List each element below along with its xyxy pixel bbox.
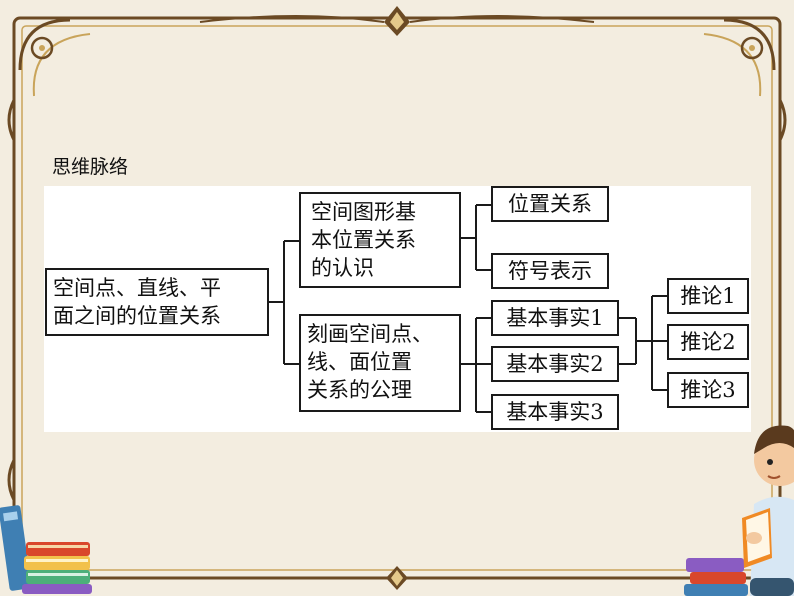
branch-axioms-line-1: 刻画空间点、 xyxy=(307,322,433,346)
root-node: 空间点、直线、平 面之间的位置关系 xyxy=(45,268,269,336)
fact-3-node: 基本事实3 xyxy=(491,394,619,430)
branch-axioms-node: 刻画空间点、 线、面位置 关系的公理 xyxy=(299,314,461,412)
section-title: 思维脉络 xyxy=(52,156,129,178)
fact-1-node: 基本事实1 xyxy=(491,300,619,336)
corollary-2-node: 推论2 xyxy=(667,324,749,360)
top-ornament xyxy=(199,6,595,36)
corner-swirl-top-right xyxy=(703,18,776,97)
root-node-line-1: 空间点、直线、平 xyxy=(53,276,221,300)
corollary-1-node: 推论1 xyxy=(667,278,749,314)
boy-reading-illustration xyxy=(684,425,794,596)
root-node-line-2: 面之间的位置关系 xyxy=(53,304,221,328)
branch-recognition-line-3: 的认识 xyxy=(311,256,374,280)
leaf-position-node: 位置关系 xyxy=(491,186,609,222)
branch-axioms-line-3: 关系的公理 xyxy=(307,378,412,402)
corner-swirl-top-left xyxy=(18,18,91,97)
books-illustration xyxy=(0,505,92,594)
fact-2-node: 基本事实2 xyxy=(491,346,619,382)
corollary-3-node: 推论3 xyxy=(667,372,749,408)
branch-recognition-node: 空间图形基 本位置关系 的认识 xyxy=(299,192,461,288)
branch-recognition-line-2: 本位置关系 xyxy=(311,228,416,252)
leaf-symbol-node: 符号表示 xyxy=(491,253,609,289)
branch-axioms-line-2: 线、面位置 xyxy=(307,350,412,374)
bottom-ornament xyxy=(386,566,408,590)
branch-recognition-line-1: 空间图形基 xyxy=(311,200,416,224)
